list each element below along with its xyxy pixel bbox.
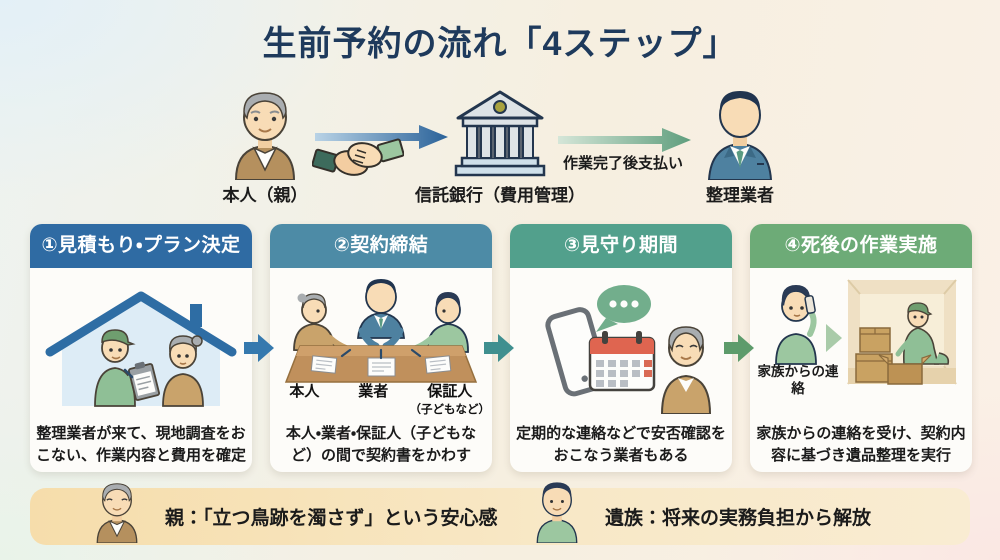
page-title: 生前予約の流れ「4ステップ」 [262,25,738,63]
site-survey-illustration [45,291,237,407]
step-4-card: ④死後の作業実施 [750,224,972,472]
step-2-body: 本人 業者 保証人 （子どもなど） 本人・業者・保証人（子どもなど）の間で契約書… [270,268,492,472]
step-arrow-3-icon [724,334,754,362]
step-1-caption: 整理業者が来て、現地調査をおこない、作業内容と費用を確定 [35,425,246,464]
step-1-header: ①見積もり・プラン決定 [30,224,252,268]
parent-benefit-text: 親：「立つ鳥跡を濁さず」という安心感 [165,508,498,529]
step-1-body: 整理業者が来て、現地調査をおこない、作業内容と費用を確定 [30,268,252,472]
signer-honnin: 本人 [289,383,320,400]
contract-signing-illustration [284,279,478,383]
family-benefit-text: 遺族：将来の実務負担から解放 [605,508,872,529]
payment-label: 作業完了後支払い [562,155,683,172]
bank-icon [454,90,546,177]
step-3-card: ③見守り期間 [510,224,732,472]
step-arrow-2-icon [484,334,514,362]
estate-cleanup-illustration [775,279,957,385]
monitoring-illustration [545,285,712,414]
step-1-card: ①見積もり・プラン決定 [30,224,252,472]
step-4-body: 家族からの連絡 家族からの連絡を受け、契約内容に基づき遺品整理を実行 [750,268,972,472]
vendor-label: 整理業者 [706,186,774,205]
parent-label: 本人（親） [222,186,308,205]
step-2-caption: 本人・業者・保証人（子どもなど）の間で契約書をかわす [285,425,477,464]
signer-hoshounin: 保証人 （子どもなど） [409,383,491,416]
bank-label: 信託銀行（費用管理） [415,186,585,205]
elderly-man-icon [234,92,296,180]
businessman-icon [707,91,773,180]
signer-gyousha: 業者 [358,383,389,400]
arrow-right-green-icon [558,128,691,152]
signer-labels: 本人 業者 保証人 （子どもなど） [270,380,492,417]
step-4-caption: 家族からの連絡を受け、契約内容に基づき遺品整理を実行 [756,425,966,464]
step-3-body: 定期的な連絡などで安否確認をおこなう業者もある [510,268,732,472]
step-3-caption: 定期的な連絡などで安否確認をおこなう業者もある [516,425,726,464]
signer-hoshounin-note: （子どもなど） [409,404,491,416]
elderly-man-avatar-icon [96,483,138,543]
young-man-avatar-icon [536,482,578,543]
step-2-header: ②契約締結 [270,224,492,268]
step-2-card: ②契約締結 [270,224,492,472]
step-arrow-1-icon [244,334,274,362]
benefits-bar: 親：「立つ鳥跡を濁さず」という安心感 遺族：将来の実務負担から解放 [30,482,970,545]
handshake-icon [312,138,404,176]
family-contact-label: 家族からの連絡 [757,364,839,396]
arrow-right-blue-icon [315,125,448,149]
step-4-header: ④死後の作業実施 [750,224,972,268]
step-3-header: ③見守り期間 [510,224,732,268]
